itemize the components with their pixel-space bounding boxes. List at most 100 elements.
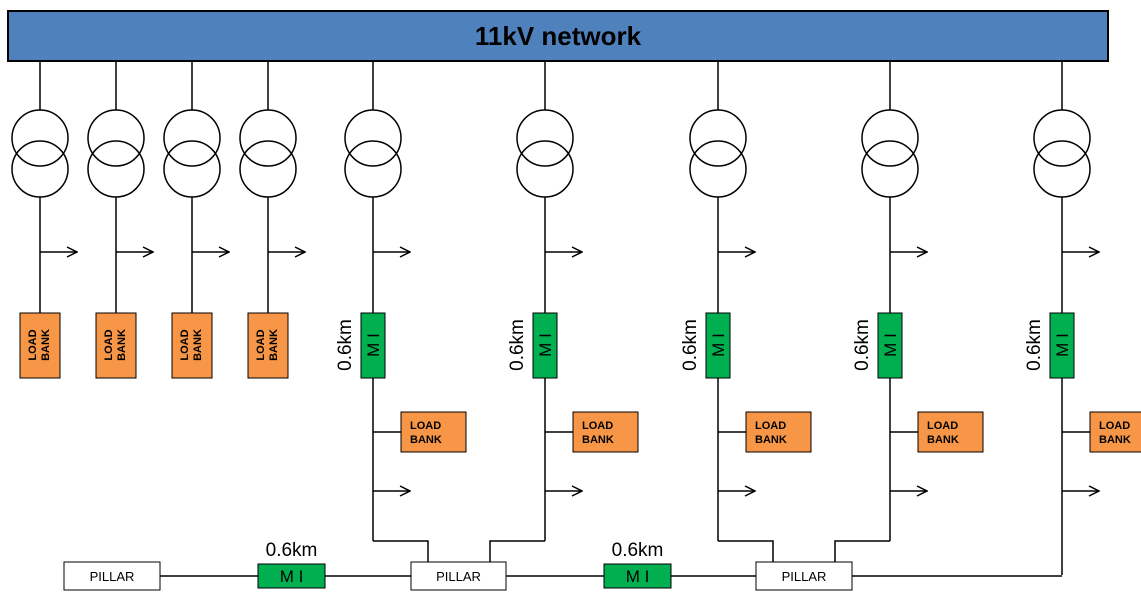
cable-length-label: 0.6km: [612, 540, 664, 561]
network-label: 11kV network: [475, 21, 642, 51]
pillar-label: PILLAR: [782, 569, 827, 584]
mi-cable-label-group: M I: [364, 333, 383, 357]
load-bank: LOAD BANK: [1089, 411, 1141, 453]
transformer-symbol: [11, 109, 69, 198]
mi-cable-box: [532, 312, 558, 379]
transformer-secondary-coil: [87, 140, 145, 198]
load-bank-label-line2: BANK: [268, 329, 280, 361]
network-bus-bar: [7, 10, 1109, 62]
cable-length-label: 0.6km: [1024, 319, 1045, 371]
transformer-symbol: [344, 109, 402, 198]
mi-cable-label: M I: [536, 333, 555, 357]
transformer-primary-coil: [344, 109, 402, 167]
mi-cable: M I 0.6km: [257, 540, 326, 589]
load-bank-label-line2: BANK: [116, 329, 128, 361]
transformer-symbol: [516, 109, 574, 198]
load-bank-label-line1: LOAD: [1099, 420, 1130, 432]
pillar: PILLAR: [63, 561, 161, 591]
pillar-drop-cable: [718, 540, 774, 562]
load-bank-box: [400, 411, 467, 453]
pillar-drop-cable: [489, 540, 545, 562]
transformer-symbol: [1033, 109, 1091, 198]
mi-cable-box: [877, 312, 903, 379]
load-bank-label-line1: LOAD: [755, 420, 786, 432]
mi-cable-label-group: M I: [709, 333, 728, 357]
pillar-drop-cable: [373, 540, 429, 562]
transformer-secondary-coil: [11, 140, 69, 198]
transformer-primary-coil: [163, 109, 221, 167]
mi-cable-label: M I: [1053, 333, 1072, 357]
mi-cable-label: M I: [626, 567, 650, 586]
mi-cable: M I 0.6km: [507, 312, 558, 379]
mi-cable-box: [705, 312, 731, 379]
cable-length-label-group: 0.6km: [1024, 319, 1045, 371]
mi-cable-box: [603, 563, 672, 589]
cable-length-label: 0.6km: [507, 319, 528, 371]
load-bank-label-line1: LOAD: [255, 329, 267, 360]
mi-cable: M I 0.6km: [852, 312, 903, 379]
transformer-symbol: [239, 109, 297, 198]
load-bank-box: [1089, 411, 1141, 453]
mi-cable-label-group: M I: [881, 333, 900, 357]
load-bank-box: [572, 411, 639, 453]
mi-cable-label: M I: [364, 333, 383, 357]
mi-cable: M I 0.6km: [1024, 312, 1075, 379]
load-bank-label-line2: BANK: [192, 329, 204, 361]
pillar-box: [755, 561, 853, 591]
mi-cable-label-group: M I: [1053, 333, 1072, 357]
pillar-drop-cable: [834, 540, 890, 562]
load-bank-label-line2: BANK: [1099, 434, 1131, 446]
cable-length-label-group: 0.6km: [507, 319, 528, 371]
load-bank-label-line2: BANK: [40, 329, 52, 361]
load-bank: LOAD BANK: [745, 411, 812, 453]
cable-length-label: 0.6km: [266, 540, 318, 561]
transformer-symbol: [861, 109, 919, 198]
mi-cable: M I 0.6km: [680, 312, 731, 379]
transformer-primary-coil: [239, 109, 297, 167]
cable-length-label: 0.6km: [852, 319, 873, 371]
transformer-symbol: [87, 109, 145, 198]
mi-cable: M I 0.6km: [603, 540, 672, 589]
mi-cable-box: [1049, 312, 1075, 379]
pillar-label: PILLAR: [90, 569, 135, 584]
mi-cable-label: M I: [709, 333, 728, 357]
load-bank-box: [171, 312, 213, 379]
transformer-secondary-coil: [861, 140, 919, 198]
load-bank-label-line1: LOAD: [410, 420, 441, 432]
mi-cable: M I 0.6km: [335, 312, 386, 379]
transformer-primary-coil: [861, 109, 919, 167]
cable-length-label-group: 0.6km: [335, 319, 356, 371]
transformer-secondary-coil: [689, 140, 747, 198]
transformer-secondary-coil: [1033, 140, 1091, 198]
load-bank-label-line2: BANK: [755, 434, 787, 446]
cable-length-label-group: 0.6km: [852, 319, 873, 371]
cable-length-label: 0.6km: [335, 319, 356, 371]
pillar-box: [410, 561, 507, 591]
pillar: PILLAR: [410, 561, 507, 591]
transformer-primary-coil: [11, 109, 69, 167]
cable-length-label: 0.6km: [680, 319, 701, 371]
mi-cable-label: M I: [280, 567, 304, 586]
load-bank-label-line1: LOAD: [927, 420, 958, 432]
transformer-secondary-coil: [344, 140, 402, 198]
load-bank-label-line2: BANK: [582, 434, 614, 446]
transformer-secondary-coil: [239, 140, 297, 198]
